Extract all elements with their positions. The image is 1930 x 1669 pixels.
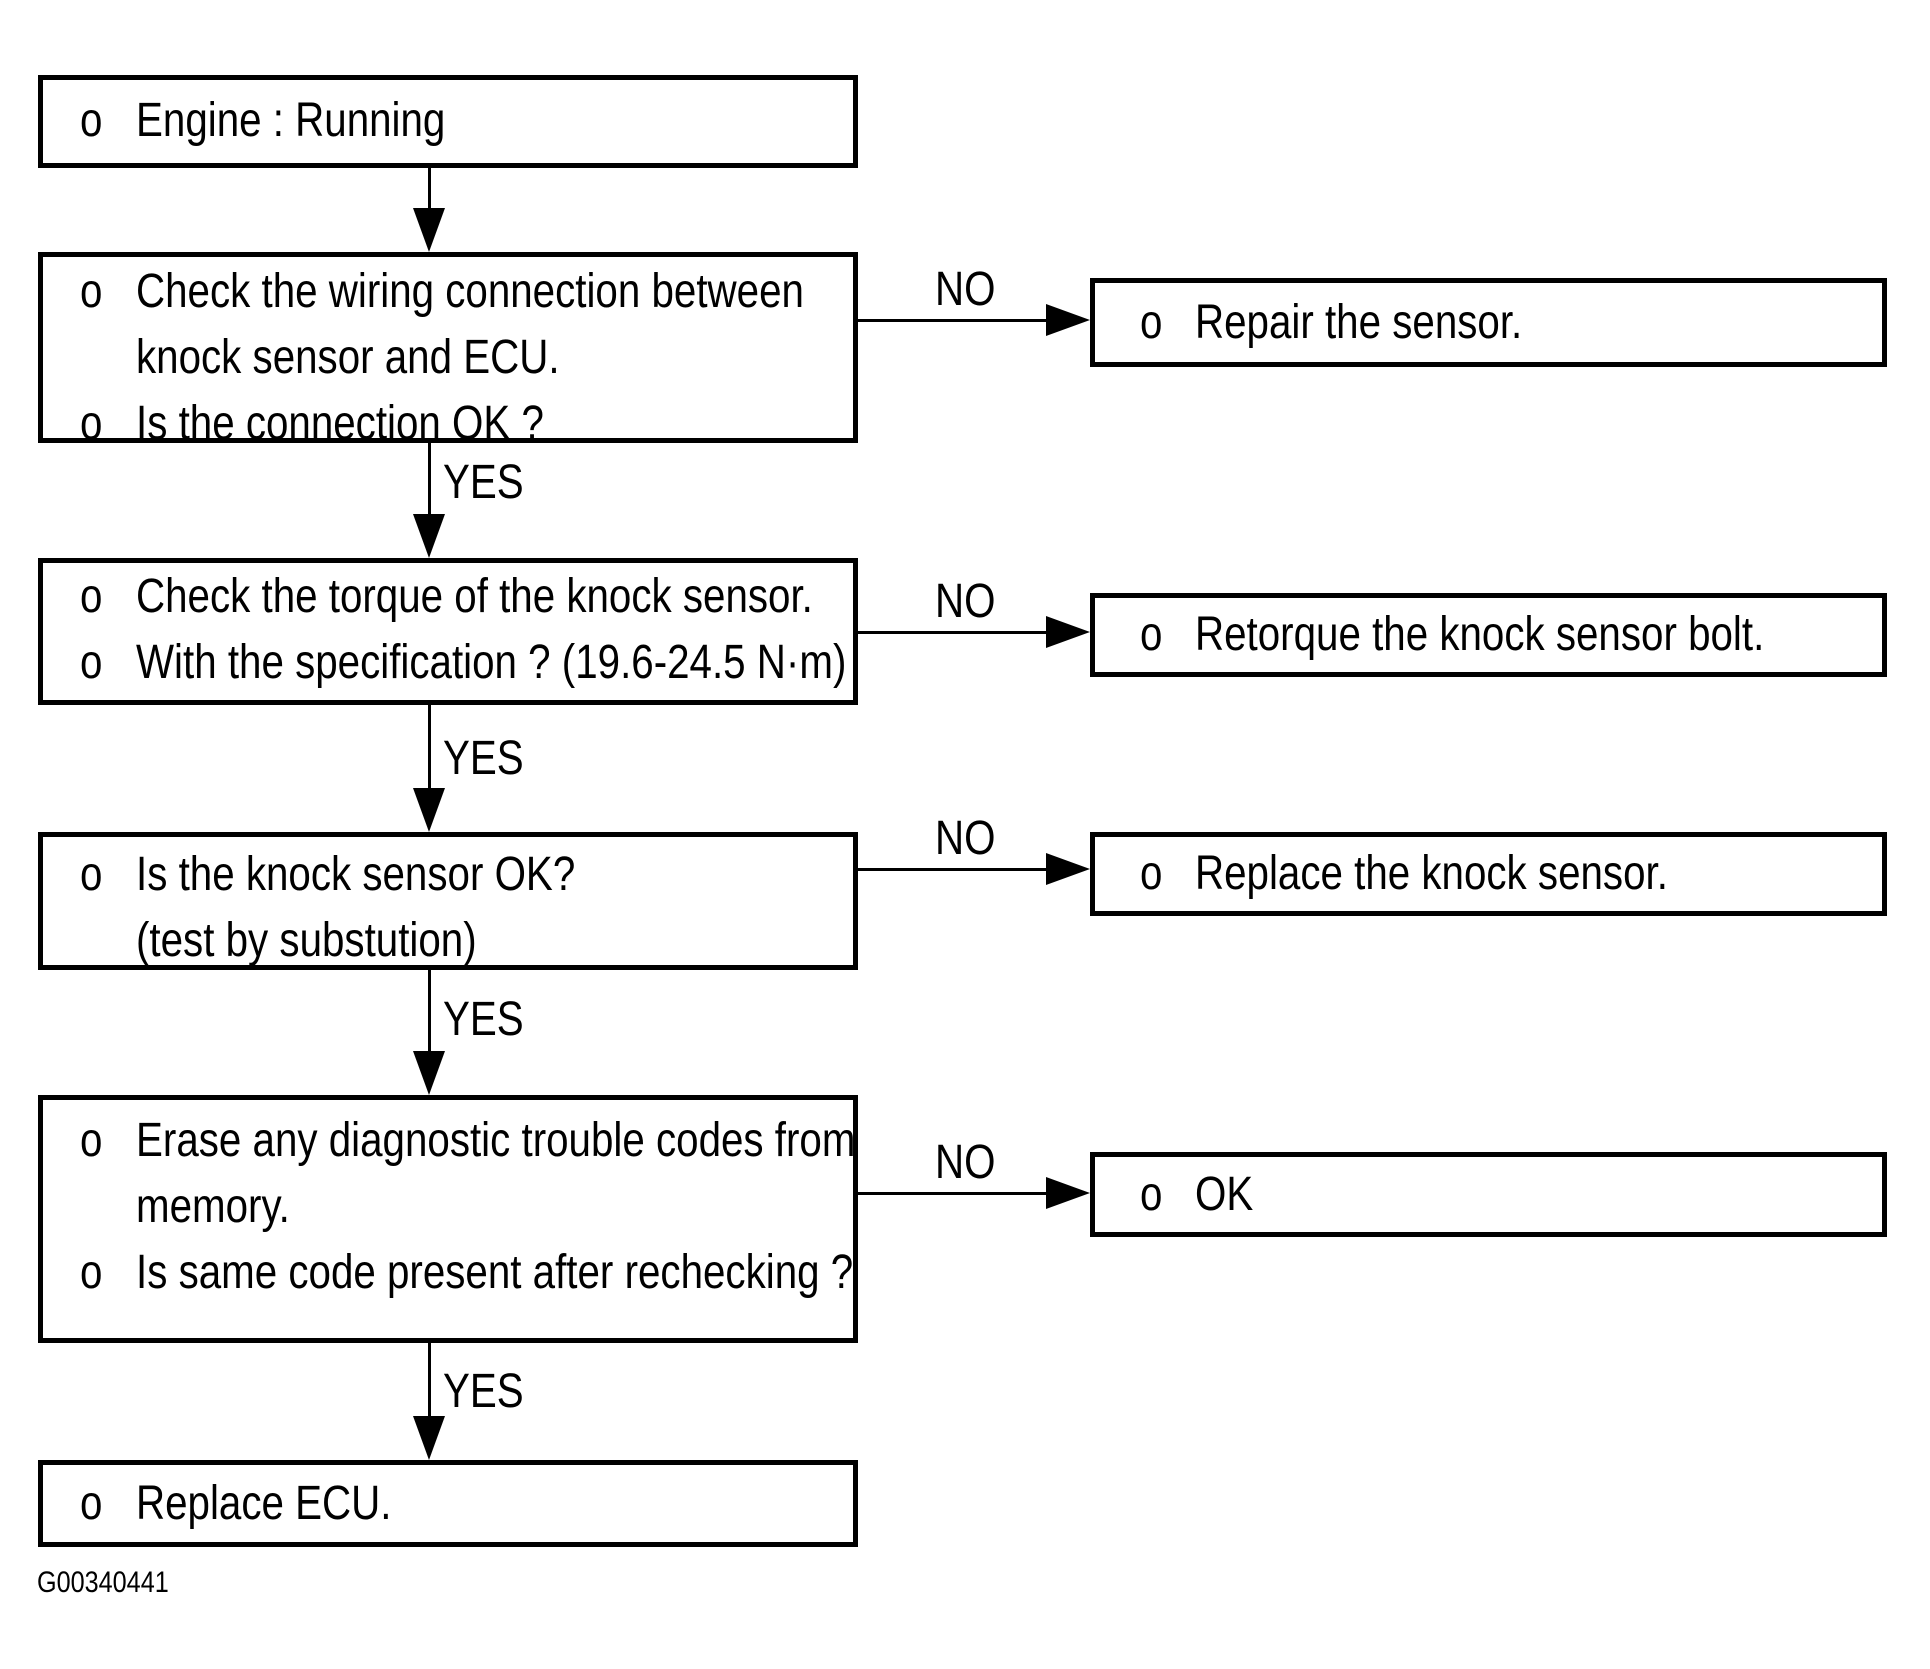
- result-text: Repair the sensor.: [1195, 295, 1523, 349]
- text-line: (test by substution): [43, 908, 853, 974]
- text-line: o Repair the sensor.: [1095, 290, 1882, 356]
- text-line: o Is the knock sensor OK?: [43, 842, 853, 908]
- step-text: Erase any diagnostic trouble codes from: [136, 1114, 856, 1167]
- arrowhead-down-icon: [413, 208, 445, 252]
- text-line: o Check the wiring connection between: [43, 259, 853, 325]
- arrowhead-right-icon: [1046, 1177, 1090, 1209]
- arrow-down-line-1: [428, 168, 431, 214]
- bullet-marker: o: [80, 1477, 103, 1530]
- yes-label-2: YES: [443, 732, 524, 785]
- step-box-replace-ecu: o Replace ECU.: [38, 1460, 858, 1547]
- step-text: Is the knock sensor OK?: [136, 848, 576, 901]
- bullet-marker: o: [80, 1246, 103, 1299]
- arrowhead-right-icon: [1046, 304, 1090, 336]
- step-box-knock-sensor-ok: o Is the knock sensor OK? (test by subst…: [38, 832, 858, 970]
- step-text: Replace ECU.: [136, 1477, 392, 1530]
- bullet-marker: o: [1140, 1167, 1163, 1221]
- text-line: o Engine : Running: [43, 88, 853, 154]
- text-line: o Is the connection OK ?: [43, 391, 853, 457]
- yes-label-3: YES: [443, 993, 524, 1046]
- bullet-marker: o: [80, 397, 103, 450]
- arrow-no-line-4: [858, 1192, 1048, 1195]
- result-text: Replace the knock sensor.: [1195, 847, 1668, 900]
- step-box-engine-running: o Engine : Running: [38, 75, 858, 168]
- step-text: Is same code present after rechecking ?: [136, 1246, 854, 1299]
- step-text: knock sensor and ECU.: [136, 331, 560, 384]
- no-label-2: NO: [935, 575, 996, 628]
- arrow-no-line-1: [858, 319, 1048, 322]
- yes-label-4: YES: [443, 1365, 524, 1418]
- arrowhead-right-icon: [1046, 616, 1090, 648]
- text-line: o Replace the knock sensor.: [1095, 841, 1882, 907]
- step-text: (test by substution): [136, 914, 477, 967]
- yes-label-1: YES: [443, 456, 524, 509]
- step-text: Check the torque of the knock sensor.: [136, 570, 813, 623]
- text-line: o OK: [1095, 1162, 1882, 1228]
- bullet-marker: o: [80, 265, 103, 318]
- result-box-retorque-bolt: o Retorque the knock sensor bolt.: [1090, 593, 1887, 677]
- step-box-check-torque: o Check the torque of the knock sensor. …: [38, 558, 858, 705]
- arrowhead-down-icon: [413, 1051, 445, 1095]
- step-text: Engine : Running: [136, 94, 446, 147]
- bullet-marker: o: [80, 570, 103, 623]
- arrowhead-down-icon: [413, 788, 445, 832]
- step-text: With the specification ? (19.6-24.5 N·m): [136, 636, 847, 689]
- text-line: memory.: [43, 1174, 853, 1240]
- no-label-1: NO: [935, 263, 996, 316]
- arrowhead-right-icon: [1046, 853, 1090, 885]
- bullet-marker: o: [1140, 847, 1163, 900]
- bullet-marker: o: [1140, 295, 1163, 349]
- text-line: o Retorque the knock sensor bolt.: [1095, 602, 1882, 668]
- step-text: Is the connection OK ?: [136, 397, 544, 450]
- arrowhead-down-icon: [413, 514, 445, 558]
- bullet-marker: o: [1140, 608, 1163, 661]
- step-text: memory.: [136, 1180, 290, 1233]
- no-label-3: NO: [935, 812, 996, 865]
- arrow-down-line-3: [428, 705, 431, 794]
- arrow-down-line-4: [428, 970, 431, 1057]
- text-line: o Is same code present after rechecking …: [43, 1240, 853, 1306]
- text-line: o Erase any diagnostic trouble codes fro…: [43, 1108, 856, 1174]
- text-line: o Check the torque of the knock sensor.: [43, 564, 853, 630]
- result-box-ok: o OK: [1090, 1152, 1887, 1237]
- bullet-marker: o: [80, 94, 103, 147]
- bullet-marker: o: [80, 848, 103, 901]
- figure-code: G00340441: [37, 1566, 169, 1599]
- result-box-repair-sensor: o Repair the sensor.: [1090, 278, 1887, 367]
- arrow-no-line-2: [858, 631, 1048, 634]
- text-line: o Replace ECU.: [43, 1471, 853, 1537]
- bullet-marker: o: [80, 636, 103, 689]
- step-box-check-wiring: o Check the wiring connection between kn…: [38, 252, 858, 450]
- result-box-replace-knock-sensor: o Replace the knock sensor.: [1090, 832, 1887, 916]
- step-text: Check the wiring connection between: [136, 265, 804, 318]
- text-line: knock sensor and ECU.: [43, 325, 853, 391]
- step-box-erase-codes: o Erase any diagnostic trouble codes fro…: [38, 1095, 858, 1343]
- arrowhead-down-icon: [413, 1416, 445, 1460]
- no-label-4: NO: [935, 1136, 996, 1189]
- result-text: Retorque the knock sensor bolt.: [1195, 608, 1765, 661]
- arrow-down-line-2: [428, 443, 431, 520]
- arrow-down-line-5: [428, 1343, 431, 1422]
- result-text: OK: [1195, 1167, 1254, 1221]
- arrow-no-line-3: [858, 868, 1048, 871]
- bullet-marker: o: [80, 1114, 103, 1167]
- text-line: o With the specification ? (19.6-24.5 N·…: [43, 630, 853, 696]
